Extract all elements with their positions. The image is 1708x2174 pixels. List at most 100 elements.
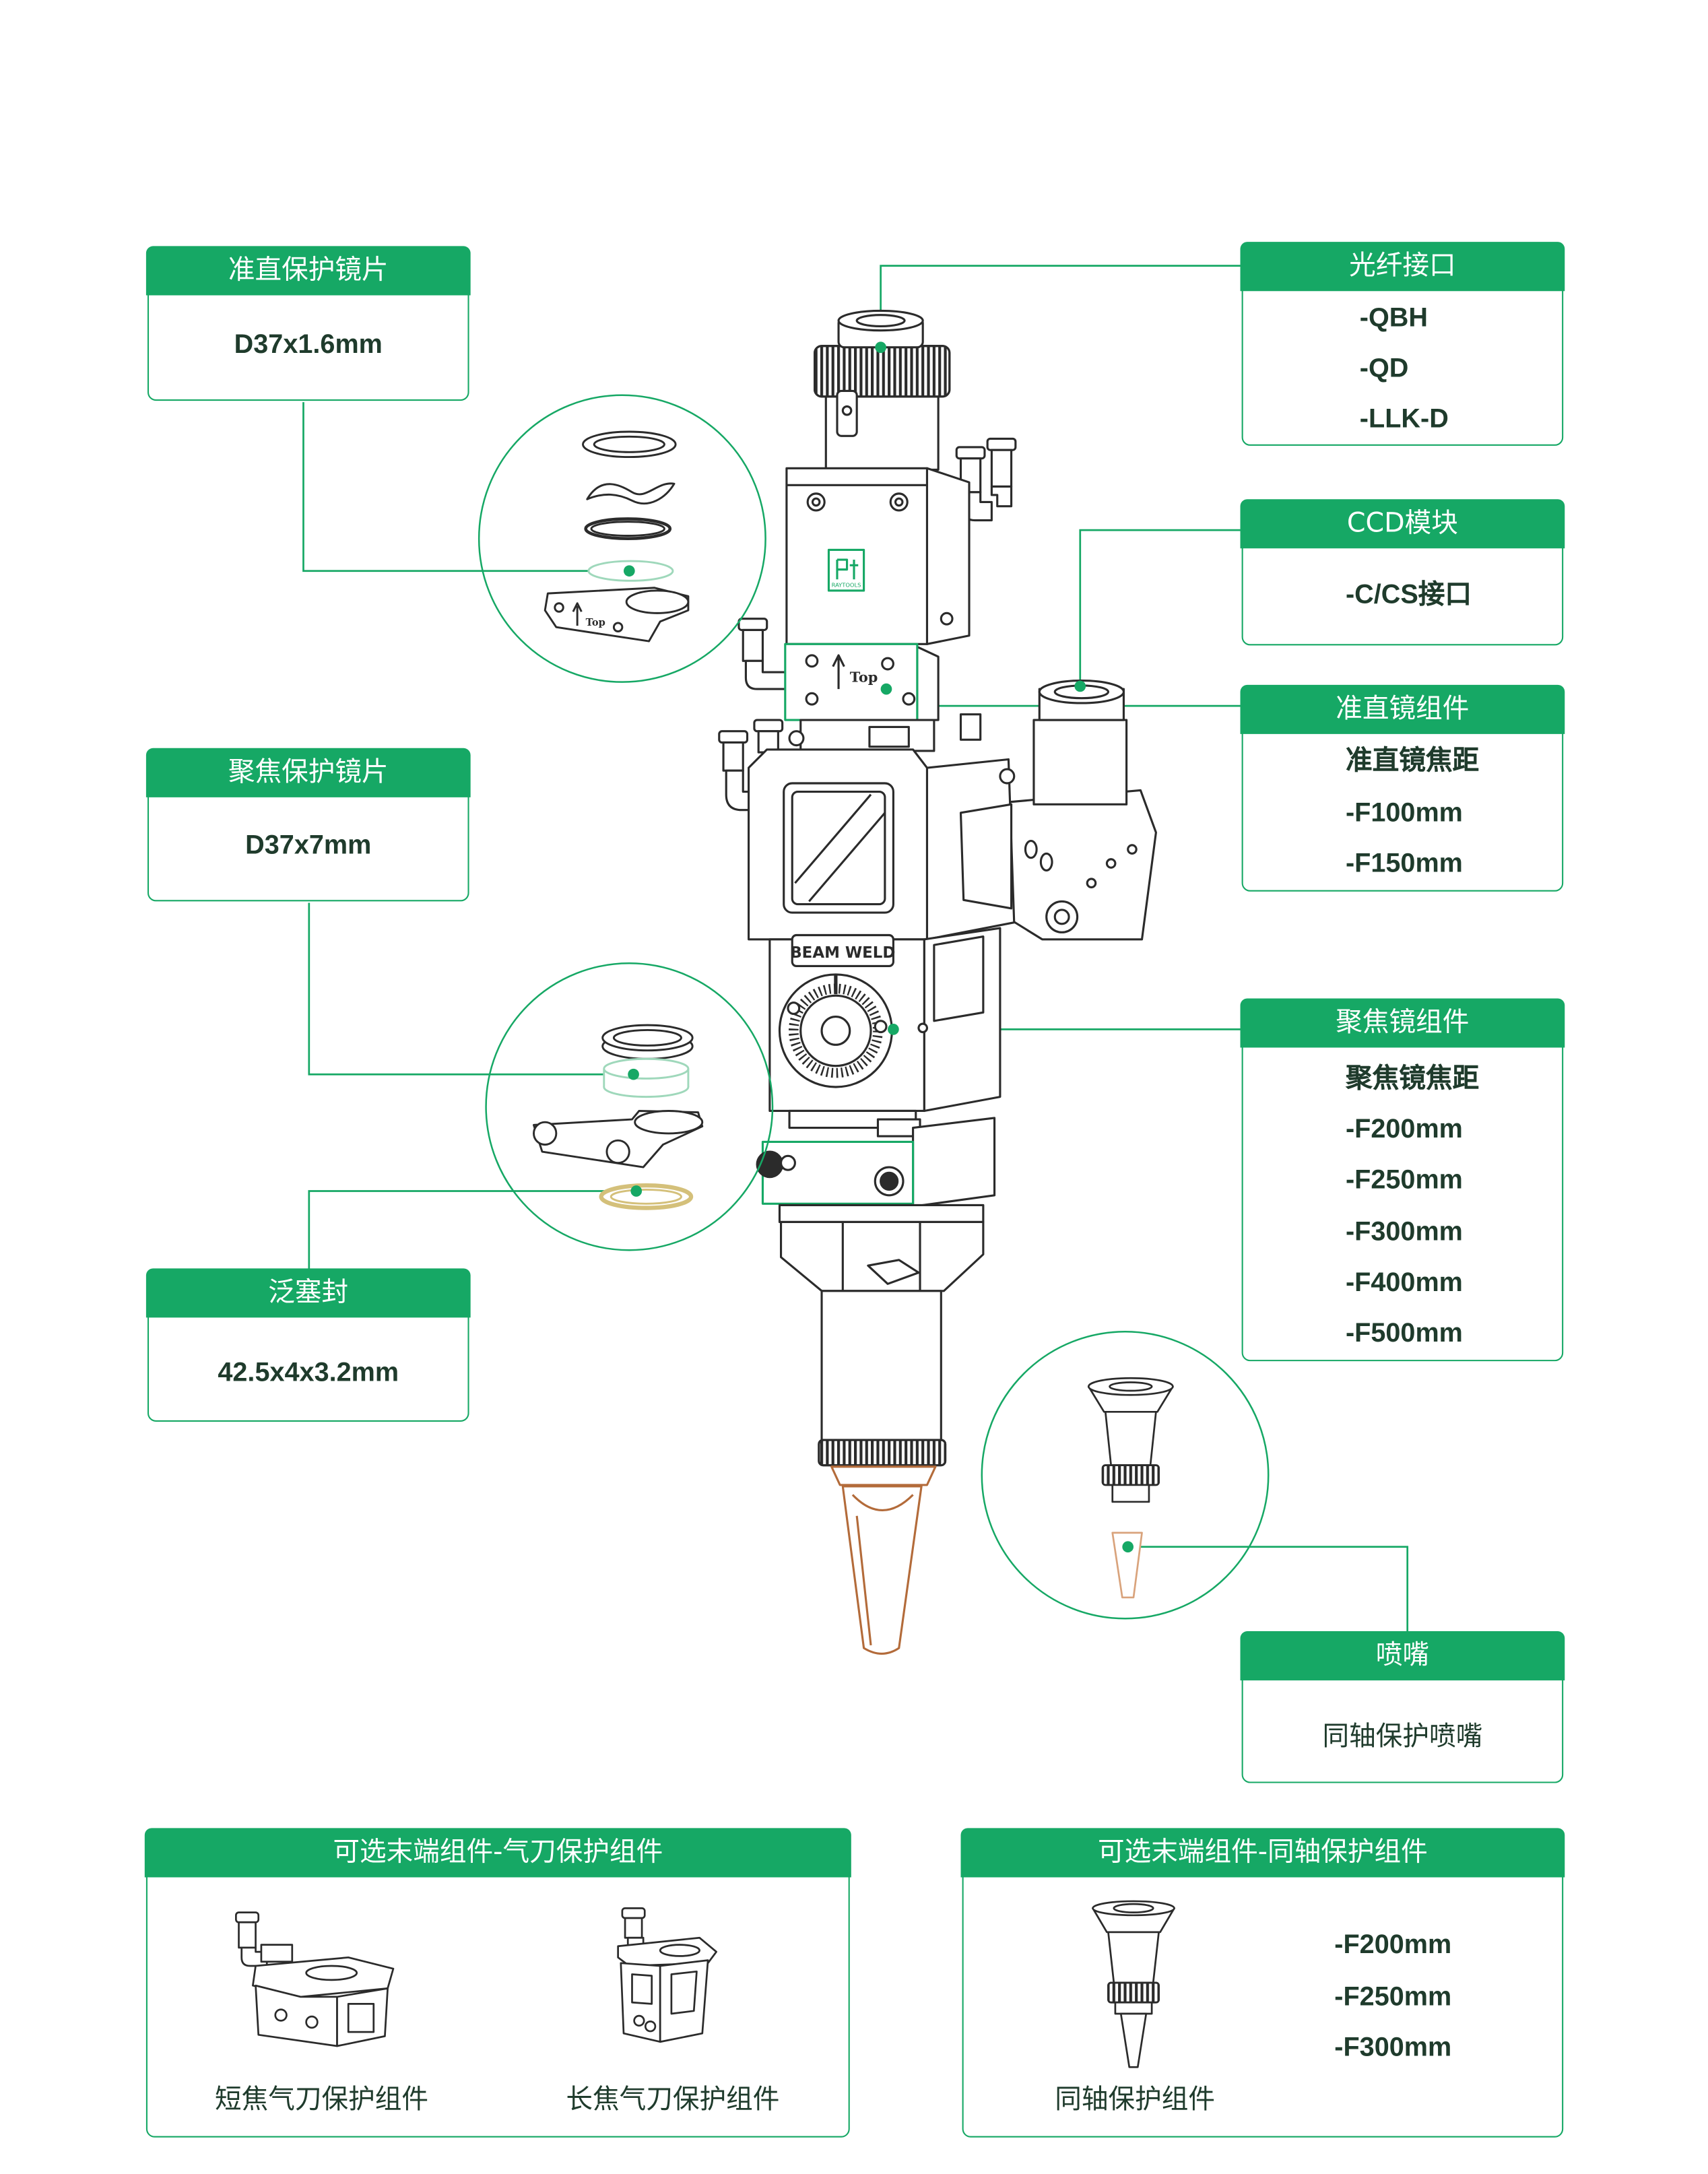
- collimator-housing: RAYTOOLS: [785, 467, 971, 645]
- drawer-side: [912, 1117, 996, 1208]
- ccd-hole: [1024, 840, 1038, 859]
- detail-circle-nozzle: [981, 1331, 1270, 1620]
- callout-item: D37x7mm: [245, 830, 372, 861]
- retaining-ring-inner: [593, 435, 665, 453]
- focus-screw: [787, 1001, 801, 1015]
- detail-circle-collimator-protection: [478, 394, 766, 683]
- fitting-body: [990, 449, 1013, 488]
- plate-screw: [805, 654, 819, 668]
- knife-frame-window: [670, 1970, 698, 2015]
- callout-title: 聚焦镜组件: [1241, 999, 1565, 1049]
- ccd-screw: [1127, 844, 1138, 855]
- callout-title: 喷嘴: [1241, 1631, 1565, 1681]
- fitting-elbow: [744, 659, 788, 690]
- callout-item: -F400mm: [1345, 1268, 1463, 1298]
- callout-ccd-module: CCD模块 -C/CS接口: [1241, 500, 1565, 646]
- logo-mark: [836, 558, 859, 580]
- callout-title: 聚焦保护镜片: [146, 748, 470, 798]
- callout-item: D37x1.6mm: [234, 330, 383, 360]
- callout-item: -C/CS接口: [1345, 581, 1472, 611]
- ccd-module: [982, 680, 1157, 941]
- callout-title: 泛塞封: [146, 1269, 470, 1319]
- housing-front-face: [785, 467, 929, 645]
- leader-spring-seal: [308, 1190, 636, 1270]
- top-arrow-icon: [832, 654, 845, 690]
- leader-collimator-protective-lens: [302, 402, 630, 572]
- inset-top-mark: Top: [586, 617, 605, 628]
- dot-nozzle: [1122, 1541, 1134, 1553]
- drawer-lens-seat: [625, 589, 690, 614]
- drawer-screw: [779, 1154, 796, 1171]
- mount-block: [260, 1944, 294, 1963]
- central-screw: [999, 768, 1016, 785]
- knife-screw: [644, 2020, 657, 2033]
- callout-item: -QD: [1359, 354, 1409, 385]
- laser-welding-head: RAYTOOLS Top: [718, 309, 1157, 1655]
- knife-screw: [305, 2015, 319, 2029]
- callout-collimator-lens-assembly: 准直镜组件 准直镜焦距 -F100mm -F150mm: [1241, 685, 1565, 892]
- cone-flange: [778, 1204, 985, 1224]
- drawer-screw: [612, 622, 624, 632]
- nozzle-tube: [820, 1290, 942, 1441]
- brand-plate-text: BEAM WELD: [790, 944, 895, 962]
- panel-title: 可选末端组件-气刀保护组件: [145, 1829, 851, 1878]
- focus-protective-lens: [603, 1057, 690, 1098]
- retaining-ring-inner: [612, 1028, 682, 1047]
- ccd-screw: [1086, 878, 1097, 889]
- plate-screw: [902, 692, 916, 706]
- coaxial-flange-bore: [1113, 1903, 1154, 1913]
- coaxial-nozzle: [1119, 2012, 1148, 2068]
- callout-item: 同轴保护喷嘴: [1322, 1722, 1483, 1752]
- coaxial-focal-length: -F200mm: [1334, 1930, 1452, 1961]
- ccd-knob-center: [1053, 909, 1070, 925]
- panel-item-coaxial: 同轴保护组件: [1055, 2084, 1215, 2115]
- adapter-screw: [788, 730, 805, 747]
- knife-screw: [633, 2014, 645, 2027]
- drawer-knob: [533, 1121, 558, 1146]
- air-fitting-top-right-1: [955, 446, 993, 522]
- callout-item: -F150mm: [1345, 849, 1463, 879]
- lock-pin: [841, 405, 853, 416]
- callout-item: -LLK-D: [1359, 405, 1449, 435]
- callout-nozzle: 喷嘴 同轴保护喷嘴: [1241, 1631, 1565, 1783]
- cone-body: [779, 1220, 985, 1292]
- callout-focus-protective-lens: 聚焦保护镜片 D37x7mm: [146, 748, 470, 902]
- callout-item: 准直镜焦距: [1345, 746, 1480, 777]
- fitting-body: [742, 628, 764, 662]
- coaxial-flange-bore: [1109, 1381, 1153, 1392]
- nozzle-edge: [855, 1515, 872, 1646]
- logo-frame: [827, 548, 865, 592]
- panel-item-short-air-knife: 短焦气刀保护组件: [215, 2084, 429, 2115]
- nozzle-knurled-ring: [818, 1439, 947, 1467]
- callout-fiber-interface: 光纤接口 -QBH -QD -LLK-D: [1241, 242, 1565, 446]
- callout-item: -QBH: [1359, 304, 1428, 333]
- wave-spring: [586, 482, 676, 504]
- coaxial-assembly-drawing: [1092, 1900, 1175, 2068]
- callout-collimator-protective-lens: 准直保护镜片 D37x1.6mm: [146, 246, 470, 401]
- collimator-adapter-block: [788, 713, 982, 752]
- callout-item: -F100mm: [1345, 798, 1463, 828]
- top-mark: Top: [850, 669, 878, 686]
- air-fitting-top-right-2: [986, 437, 1017, 508]
- adapter-slot: [868, 725, 910, 748]
- leader-nozzle: [1127, 1546, 1409, 1633]
- cone-marker: [867, 1259, 920, 1285]
- lens-top-face: [603, 1057, 690, 1080]
- fitting-cap: [955, 446, 986, 460]
- inset-top-arrow-icon: [572, 602, 583, 626]
- fitting-body: [624, 1917, 643, 1939]
- housing-screw-head: [811, 497, 821, 507]
- ccd-bracket: [959, 803, 1013, 910]
- callout-item: -F250mm: [1345, 1165, 1463, 1195]
- focus-screw: [917, 1022, 929, 1034]
- coaxial-collar: [1111, 1484, 1150, 1503]
- fitting-cap: [753, 719, 784, 733]
- nozzle-highlight: [851, 1494, 914, 1511]
- raytools-logo: RAYTOOLS: [827, 548, 865, 592]
- plate-screw: [805, 692, 819, 706]
- drawer-lens-seat: [634, 1110, 704, 1135]
- knife-screw: [274, 2008, 288, 2022]
- connector-knurled-ring: [814, 345, 951, 398]
- dot-spring-seal: [630, 1185, 643, 1197]
